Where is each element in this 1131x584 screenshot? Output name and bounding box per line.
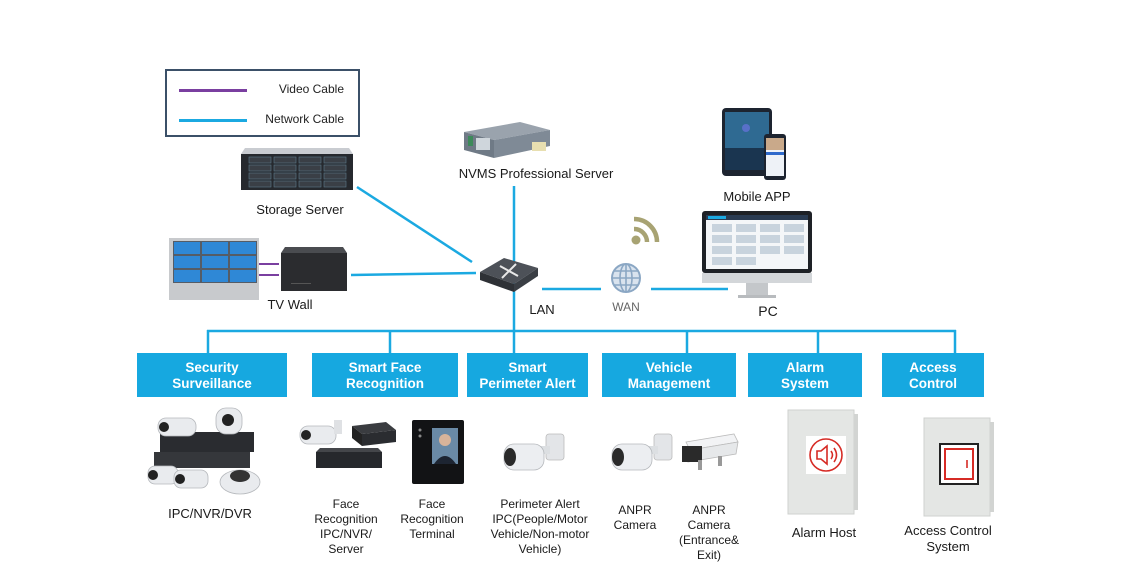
- device-label-line: Exit): [697, 548, 721, 562]
- wan-label: WAN: [612, 300, 640, 314]
- category-title-line2: Management: [627, 376, 711, 391]
- device-label-line: Recognition: [400, 512, 464, 526]
- face-recognition-ipc-nvr-server-icon: [298, 418, 398, 478]
- device-label-line: Vehicle/Non-motor: [490, 527, 590, 541]
- legend-label: Video Cable: [278, 82, 344, 96]
- alarm-host-icon: [786, 408, 860, 516]
- device-label-line: Camera: [687, 518, 731, 532]
- device-label: Perimeter Alert IPC(People/Motor Vehicle…: [478, 497, 602, 557]
- network-cable-tvwall-to-switch: [350, 271, 477, 277]
- device-label: Face Recognition IPC/NVR/ Server: [306, 497, 386, 557]
- device-label-line: Terminal: [409, 527, 455, 541]
- category-title-line2: Recognition: [346, 376, 424, 391]
- category-title-line2: Control: [909, 376, 957, 391]
- anpr-camera-icon: [610, 432, 676, 476]
- legend-label: Network Cable: [265, 112, 344, 126]
- tv-wall-label: TV Wall: [267, 297, 313, 312]
- category-title-line2: Surveillance: [172, 376, 252, 391]
- category-title-line1: Vehicle: [645, 360, 693, 375]
- device-label-line: Alarm Host: [791, 525, 857, 540]
- device-label-line: Face: [418, 497, 446, 511]
- category-title-line1: Access: [909, 360, 957, 375]
- video-decoder-icon: [281, 247, 347, 291]
- wireless-signal-icon: [628, 214, 662, 248]
- legend-item-network: Network Cable: [167, 110, 358, 130]
- device-label: Face Recognition Terminal: [392, 497, 472, 542]
- device-label-line: IPC/NVR/DVR: [168, 506, 252, 521]
- lan-switch-icon: [476, 258, 540, 294]
- tv-wall-screens-icon: [169, 238, 259, 300]
- network-cable-storage-to-switch: [356, 185, 473, 264]
- device-label-line: Face: [332, 497, 360, 511]
- access-control-system-icon: [922, 416, 998, 518]
- device-label-line: Server: [328, 542, 364, 556]
- network-cable-swatch: [179, 119, 247, 122]
- device-label-line: (Entrance&: [678, 533, 740, 547]
- perimeter-alert-ipc-icon: [502, 432, 568, 476]
- video-cable-swatch: [179, 89, 247, 92]
- category-title-line1: Smart Face: [348, 360, 422, 375]
- device-label-line: Recognition: [314, 512, 378, 526]
- nvms-server-label: NVMS Professional Server: [458, 166, 614, 181]
- wan-globe-icon: [603, 262, 649, 298]
- device-label-line: IPC/NVR/: [319, 527, 372, 541]
- lan-label: LAN: [529, 302, 555, 317]
- device-label-line: Vehicle): [518, 542, 562, 556]
- anpr-entrance-exit-camera-icon: [678, 432, 740, 472]
- category-title-line1: Alarm: [785, 360, 825, 375]
- device-label: Access Control System: [892, 523, 1004, 555]
- category-title-line1: Smart: [508, 360, 547, 375]
- pc-label: PC: [758, 303, 778, 319]
- device-label: ANPR Camera (Entrance& Exit): [674, 503, 744, 563]
- ipc-nvr-dvr-icon: [146, 404, 266, 500]
- device-label: ANPR Camera: [606, 503, 664, 533]
- device-label: Alarm Host: [776, 525, 872, 540]
- pc-monitor-icon: [702, 211, 812, 299]
- category-title-line2: Perimeter Alert: [479, 376, 576, 391]
- category-title-line1: Security: [185, 360, 239, 375]
- mobile-app-icon: [720, 108, 788, 184]
- device-label-line: ANPR: [618, 503, 652, 517]
- storage-server-icon: [239, 148, 355, 190]
- device-label-line: Perimeter Alert: [500, 497, 580, 511]
- storage-server-label: Storage Server: [256, 202, 344, 217]
- nvms-server-icon: [460, 122, 552, 160]
- device-label-line: System: [926, 539, 970, 554]
- device-label-line: ANPR: [692, 503, 726, 517]
- mobile-app-label: Mobile APP: [723, 189, 791, 204]
- device-label-line: Camera: [613, 518, 657, 532]
- device-label-line: IPC(People/Motor: [492, 512, 588, 526]
- device-label: IPC/NVR/DVR: [150, 506, 270, 521]
- category-title-line2: System: [780, 376, 830, 391]
- legend: Video Cable Network Cable: [165, 69, 360, 137]
- legend-item-video: Video Cable: [167, 80, 358, 100]
- device-label-line: Access Control: [904, 523, 992, 538]
- face-recognition-terminal-icon: [412, 420, 464, 484]
